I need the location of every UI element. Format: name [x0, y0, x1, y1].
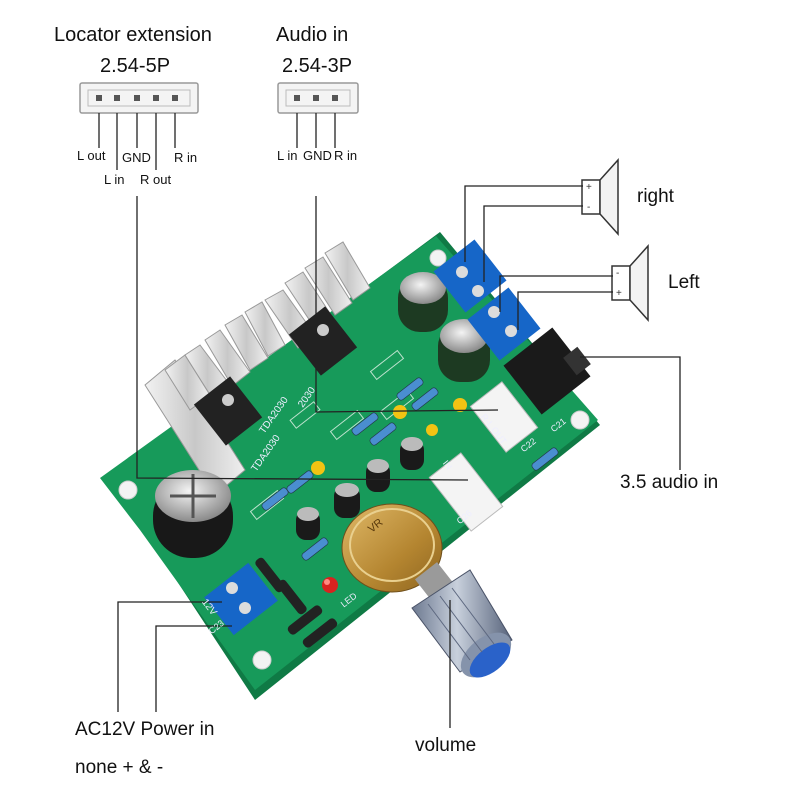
locator-connector-icon: [79, 82, 199, 114]
locator-pin-lines: [98, 113, 176, 170]
diodes: [255, 557, 338, 648]
svg-text:-: -: [587, 202, 590, 213]
audio-pin-r-in: R in: [334, 148, 358, 163]
heatsink-left: [144, 301, 286, 496]
locator-extension-spec: 2.54-5P: [100, 55, 171, 77]
left-speaker-label: Left: [668, 272, 700, 293]
power-polarity-label: none + & -: [75, 757, 164, 778]
volume-label: volume: [415, 735, 477, 756]
locator-pin-r-out: R out: [140, 172, 172, 187]
audio-pin-lines: [296, 113, 336, 148]
locator-pin-l-out: L out: [77, 148, 106, 163]
speaker-terminal-left: [467, 287, 541, 361]
audio-connector-icon: [277, 82, 359, 114]
speaker-right-icon: + -: [581, 158, 619, 236]
audio-pin-gnd: GND: [303, 148, 332, 163]
locator-pin-gnd: GND: [122, 150, 151, 165]
speaker-left-icon: - +: [611, 244, 649, 322]
locator-extension-title: Locator extension: [54, 24, 212, 46]
board-header-5p: [428, 452, 504, 532]
locator-pin-r-in: R in: [174, 150, 198, 165]
leader-lines: [117, 185, 681, 728]
svg-text:+: +: [616, 288, 622, 299]
board-header-3p: [469, 381, 539, 453]
locator-pin-l-in: L in: [104, 172, 125, 187]
audio-in-title: Audio in: [276, 24, 349, 46]
power-input-label: AC12V Power in: [75, 719, 215, 740]
audio-in-spec: 2.54-3P: [282, 55, 353, 77]
capacitor-small: [296, 437, 424, 540]
aux-input-label: 3.5 audio in: [620, 472, 719, 493]
svg-text:-: -: [616, 268, 619, 279]
volume-potentiometer: [341, 503, 454, 600]
capacitor-top-1: [398, 272, 448, 332]
led-icon: [322, 577, 338, 593]
capacitor-main: [153, 470, 233, 558]
heatsink-right: [264, 241, 371, 376]
resistors: [261, 377, 559, 561]
audio-jack-icon: [503, 327, 591, 415]
ceramic-capacitors: [311, 398, 467, 475]
right-speaker-label: right: [637, 186, 674, 207]
speaker-terminal-right: [433, 239, 507, 313]
power-terminal: [204, 562, 278, 636]
audio-pin-l-in: L in: [277, 148, 298, 163]
svg-text:+: +: [586, 182, 592, 193]
volume-knob-icon: [411, 569, 513, 678]
